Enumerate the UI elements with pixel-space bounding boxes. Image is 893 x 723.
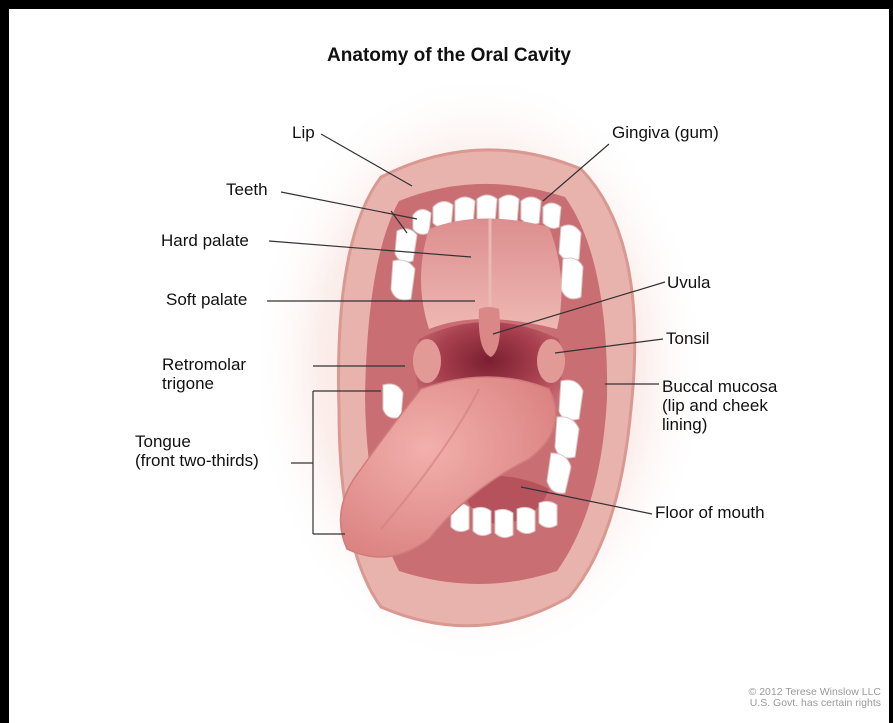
label-soft-palate: Soft palate [166, 290, 247, 309]
label-tongue: Tongue (front two-thirds) [135, 432, 259, 470]
label-hard-palate: Hard palate [161, 231, 249, 250]
label-floor-of-mouth: Floor of mouth [655, 503, 765, 522]
label-lip: Lip [292, 123, 315, 142]
diagram-title: Anatomy of the Oral Cavity [9, 45, 889, 67]
label-tonsil: Tonsil [666, 329, 709, 348]
copyright-notice: © 2012 Terese Winslow LLC U.S. Govt. has… [749, 687, 881, 709]
label-tongue-line1: Tongue [135, 432, 259, 451]
diagram-frame: Anatomy of the Oral Cavity Lip Teeth Har… [9, 9, 889, 723]
left-tonsil [413, 339, 441, 383]
label-buccal-mucosa: Buccal mucosa (lip and cheek lining) [662, 377, 777, 434]
label-buccal-line1: Buccal mucosa [662, 377, 777, 396]
oral-cavity-illustration [9, 9, 889, 723]
label-teeth: Teeth [226, 180, 268, 199]
label-gingiva: Gingiva (gum) [612, 123, 719, 142]
label-retromolar-line1: Retromolar [162, 355, 246, 374]
label-buccal-line2: (lip and cheek [662, 396, 777, 415]
label-buccal-line3: lining) [662, 415, 777, 434]
label-tongue-line2: (front two-thirds) [135, 451, 259, 470]
label-retromolar-line2: trigone [162, 374, 246, 393]
right-tonsil [537, 339, 565, 383]
copyright-line2: U.S. Govt. has certain rights [749, 698, 881, 709]
label-uvula: Uvula [667, 273, 710, 292]
label-retromolar-trigone: Retromolar trigone [162, 355, 246, 393]
